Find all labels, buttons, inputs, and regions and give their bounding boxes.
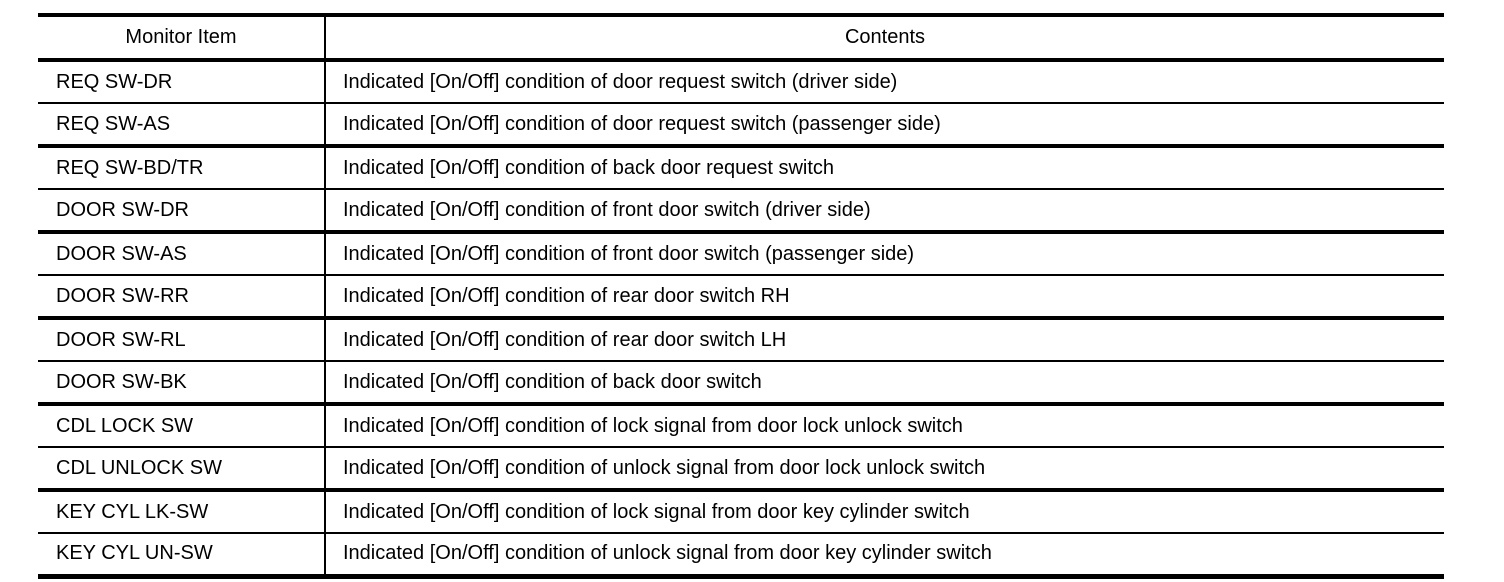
contents-cell: Indicated [On/Off] condition of door req… bbox=[325, 103, 1444, 148]
monitor-item-cell: DOOR SW-BK bbox=[38, 361, 326, 406]
column-header-monitor-item: Monitor Item bbox=[38, 15, 326, 62]
contents-cell: Indicated [On/Off] condition of front do… bbox=[325, 189, 1444, 234]
contents-cell: Indicated [On/Off] condition of unlock s… bbox=[325, 533, 1444, 578]
monitor-item-cell: DOOR SW-AS bbox=[38, 232, 326, 276]
monitor-item-cell: CDL LOCK SW bbox=[38, 404, 326, 448]
contents-cell: Indicated [On/Off] condition of rear doo… bbox=[325, 318, 1444, 362]
contents-cell: Indicated [On/Off] condition of door req… bbox=[325, 60, 1444, 104]
monitor-item-cell: REQ SW-DR bbox=[38, 60, 326, 104]
contents-cell: Indicated [On/Off] condition of back doo… bbox=[325, 146, 1444, 190]
contents-cell: Indicated [On/Off] condition of lock sig… bbox=[325, 404, 1444, 448]
monitor-item-cell: REQ SW-BD/TR bbox=[38, 146, 326, 190]
monitor-item-cell: KEY CYL LK-SW bbox=[38, 490, 326, 534]
monitor-item-cell: REQ SW-AS bbox=[38, 103, 326, 148]
contents-cell: Indicated [On/Off] condition of rear doo… bbox=[325, 275, 1444, 320]
monitor-item-cell: DOOR SW-RR bbox=[38, 275, 326, 320]
monitor-item-cell: KEY CYL UN-SW bbox=[38, 533, 326, 578]
monitor-item-cell: DOOR SW-DR bbox=[38, 189, 326, 234]
header-row: Monitor Item Contents bbox=[38, 15, 1444, 62]
contents-cell: Indicated [On/Off] condition of unlock s… bbox=[325, 447, 1444, 492]
column-header-contents: Contents bbox=[325, 15, 1444, 62]
monitor-item-cell: DOOR SW-RL bbox=[38, 318, 326, 362]
contents-cell: Indicated [On/Off] condition of lock sig… bbox=[325, 490, 1444, 534]
contents-cell: Indicated [On/Off] condition of front do… bbox=[325, 232, 1444, 276]
monitor-item-cell: CDL UNLOCK SW bbox=[38, 447, 326, 492]
contents-cell: Indicated [On/Off] condition of back doo… bbox=[325, 361, 1444, 406]
